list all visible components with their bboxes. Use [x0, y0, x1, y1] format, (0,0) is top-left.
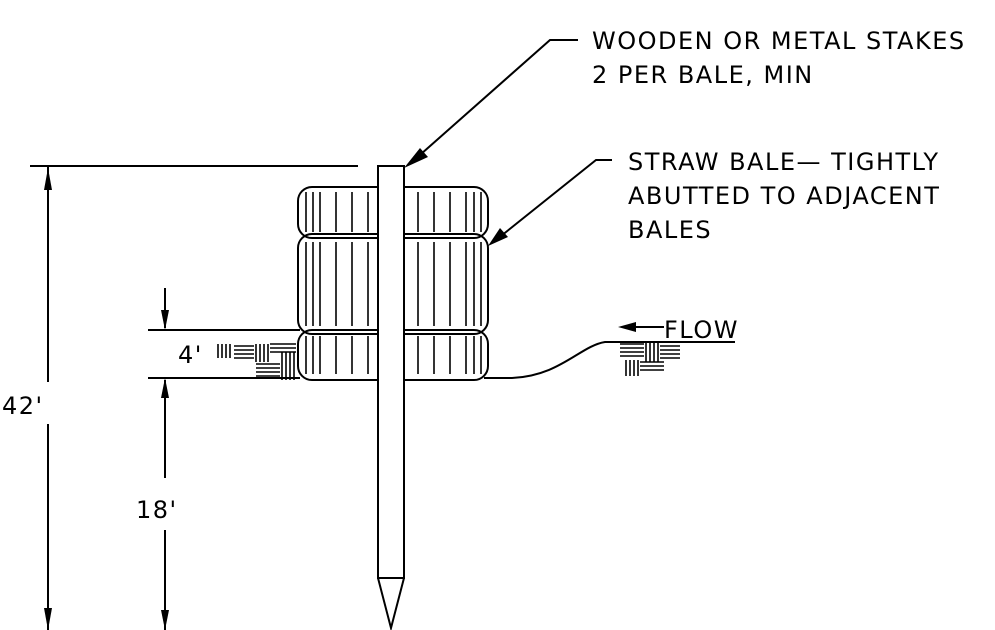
flow-arrow — [618, 322, 664, 332]
embedment-depth-label: 4' — [178, 341, 203, 369]
stakes-label-line2: 2 PER BALE, MIN — [592, 61, 814, 89]
soil-hatch-right — [620, 342, 680, 376]
ground-line — [148, 341, 735, 379]
bale-label-line2: ABUTTED TO ADJACENT — [628, 182, 940, 210]
stakes-leader — [404, 39, 578, 168]
bale-leader — [488, 159, 612, 246]
bale-label-line1: STRAW BALE— TIGHTLY — [628, 148, 940, 176]
total-height-label: 42' — [2, 392, 44, 420]
below-ground-label: 18' — [136, 496, 178, 524]
flow-label: FLOW — [664, 316, 739, 344]
embedment-dimension — [148, 288, 300, 478]
overall-height-dimension — [30, 165, 358, 630]
soil-hatch-left — [217, 343, 296, 380]
stake — [377, 165, 405, 630]
below-ground-dimension — [161, 530, 169, 630]
bale-label-line3: BALES — [628, 216, 712, 244]
stakes-label-line1: WOODEN OR METAL STAKES — [592, 27, 966, 55]
